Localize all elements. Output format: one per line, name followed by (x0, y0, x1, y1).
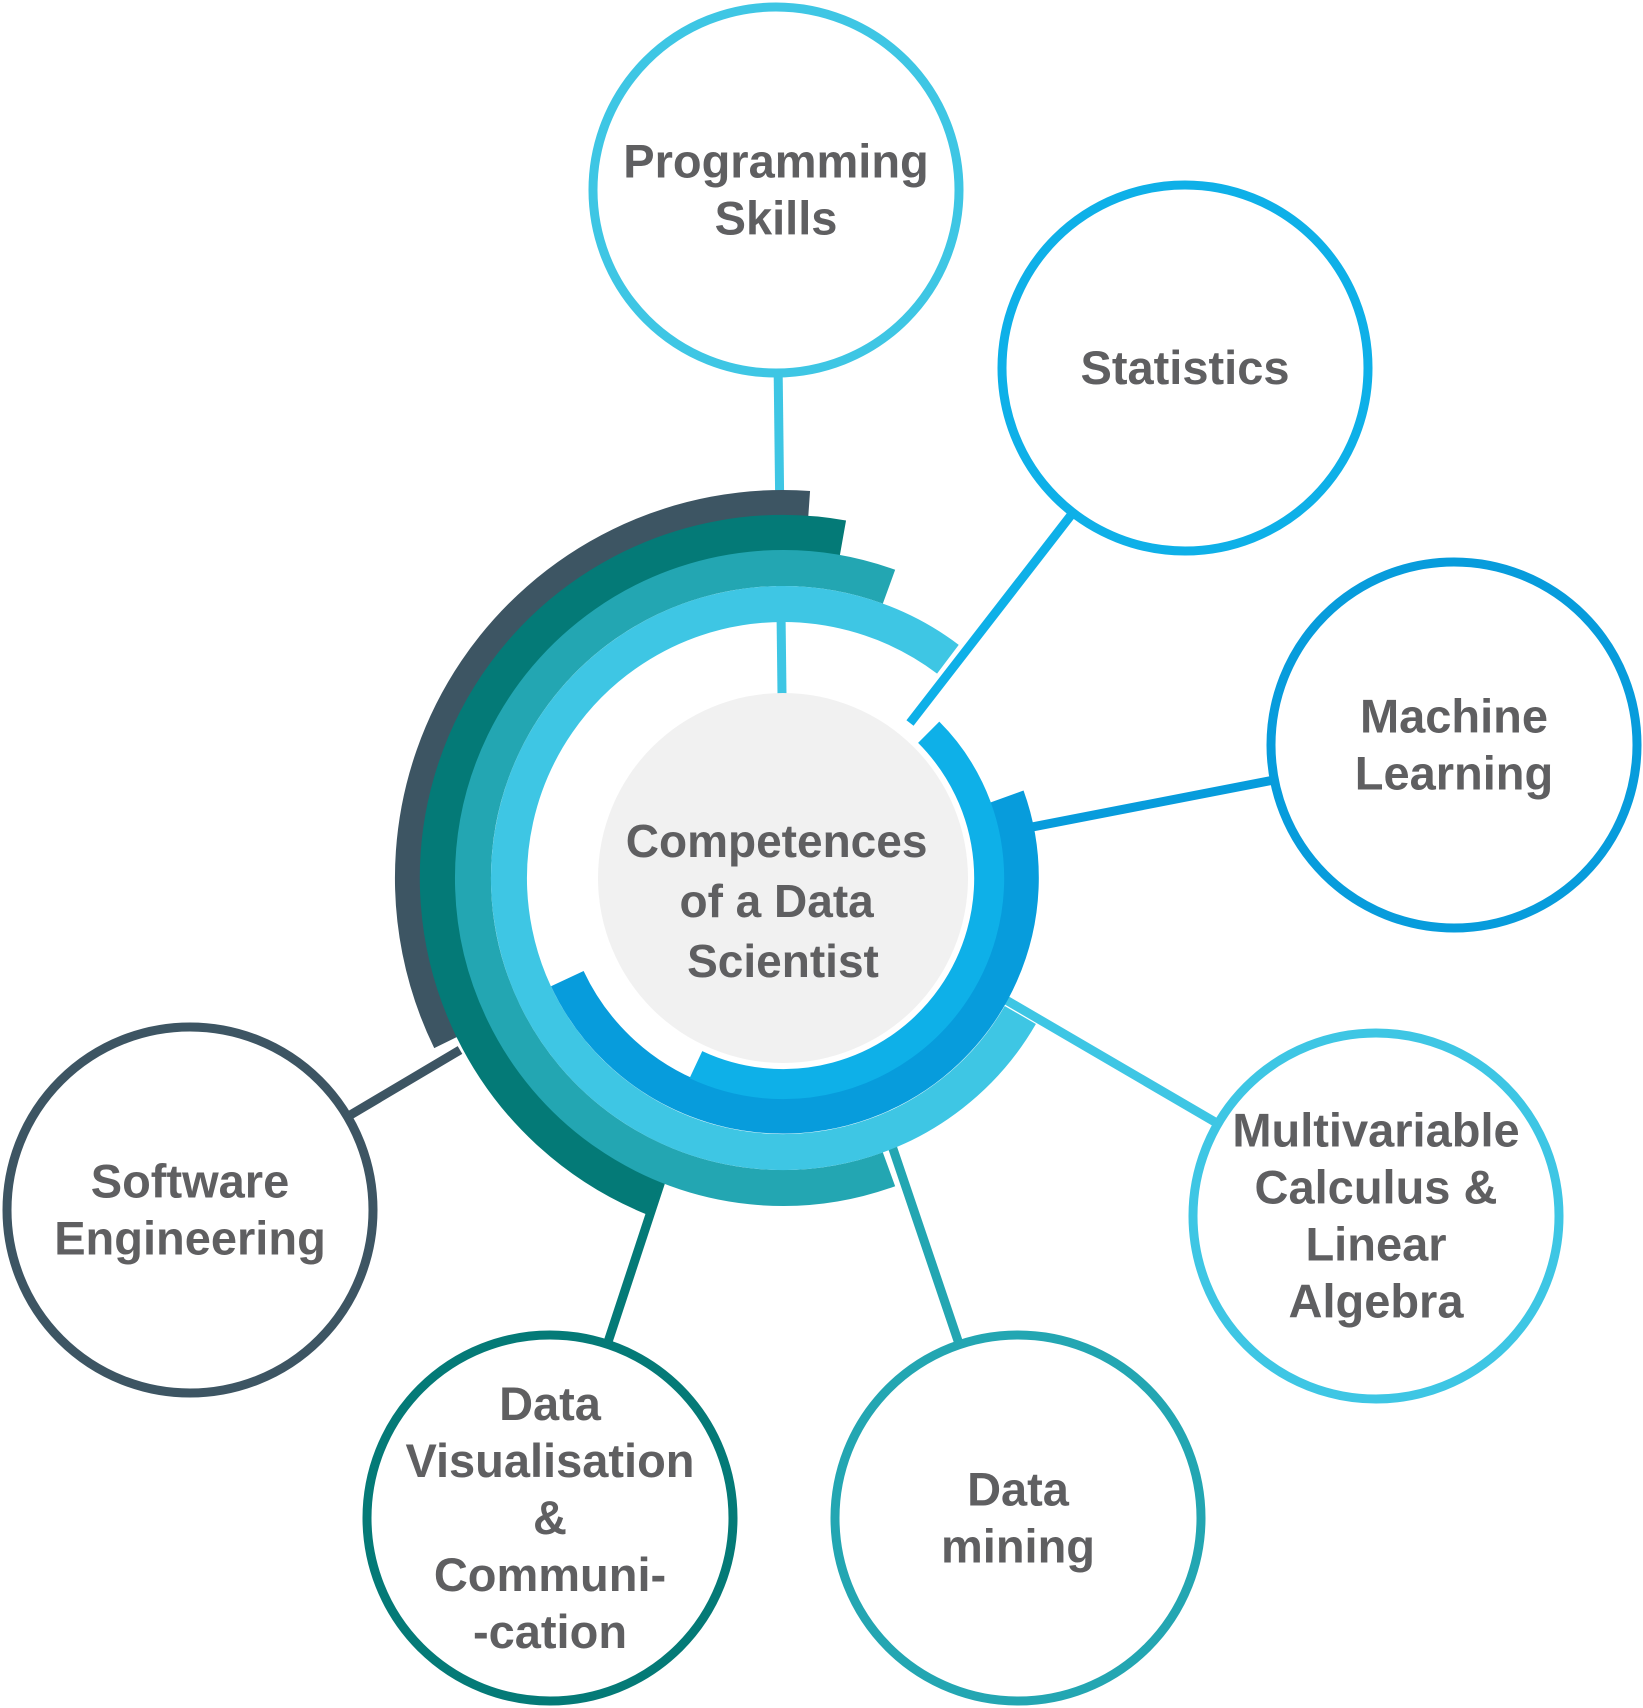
node-label-line: Visualisation (405, 1434, 694, 1487)
node-label: Statistics (1081, 341, 1290, 394)
node-label-line: Calculus & (1255, 1161, 1498, 1214)
ring-teal (454, 550, 896, 1206)
node-circle (1188, 1028, 1564, 1404)
center-title-line: of a Data (679, 875, 874, 927)
ring-teal-dark (419, 514, 847, 1215)
node-circle (588, 2, 964, 378)
node-label-line: mining (941, 1520, 1095, 1573)
node-label-line: Machine (1360, 690, 1548, 743)
node-label-line: Engineering (54, 1212, 326, 1265)
node-circle (1266, 557, 1642, 933)
node-label-line: Learning (1355, 747, 1553, 800)
node-label-line: Data (967, 1463, 1070, 1516)
node-circle (830, 1330, 1206, 1706)
node-circle (362, 1330, 738, 1706)
node-label-line: Multivariable (1232, 1104, 1519, 1157)
node-label-line: -cation (473, 1605, 627, 1658)
center-hub: Competences of a Data Scientist (598, 693, 968, 1063)
node-label-line: Data (499, 1377, 602, 1430)
node-label-line: Algebra (1289, 1275, 1465, 1328)
node-label-line: Programming (623, 135, 929, 188)
center-circle (598, 693, 968, 1063)
node-label-line: Communi- (434, 1548, 666, 1601)
ring-cyan (491, 586, 1036, 1171)
ring-blue (551, 790, 1039, 1134)
ring-slate (395, 490, 811, 1049)
node-label-line: Statistics (1081, 341, 1290, 394)
node-statistics: Statistics (997, 180, 1373, 556)
ring-sky (689, 721, 1005, 1100)
node-label-line: & (533, 1491, 567, 1544)
node-label-line: Skills (715, 192, 838, 245)
node-circle (997, 180, 1373, 556)
concentric-arc-rings (395, 490, 1039, 1215)
node-circle (2, 1022, 378, 1398)
center-title-line: Competences (626, 815, 928, 867)
center-title-line: Scientist (687, 935, 879, 987)
node-label-line: Linear (1305, 1218, 1446, 1271)
center-title: Competences of a Data Scientist (626, 815, 940, 987)
node-label-line: Software (91, 1155, 290, 1208)
